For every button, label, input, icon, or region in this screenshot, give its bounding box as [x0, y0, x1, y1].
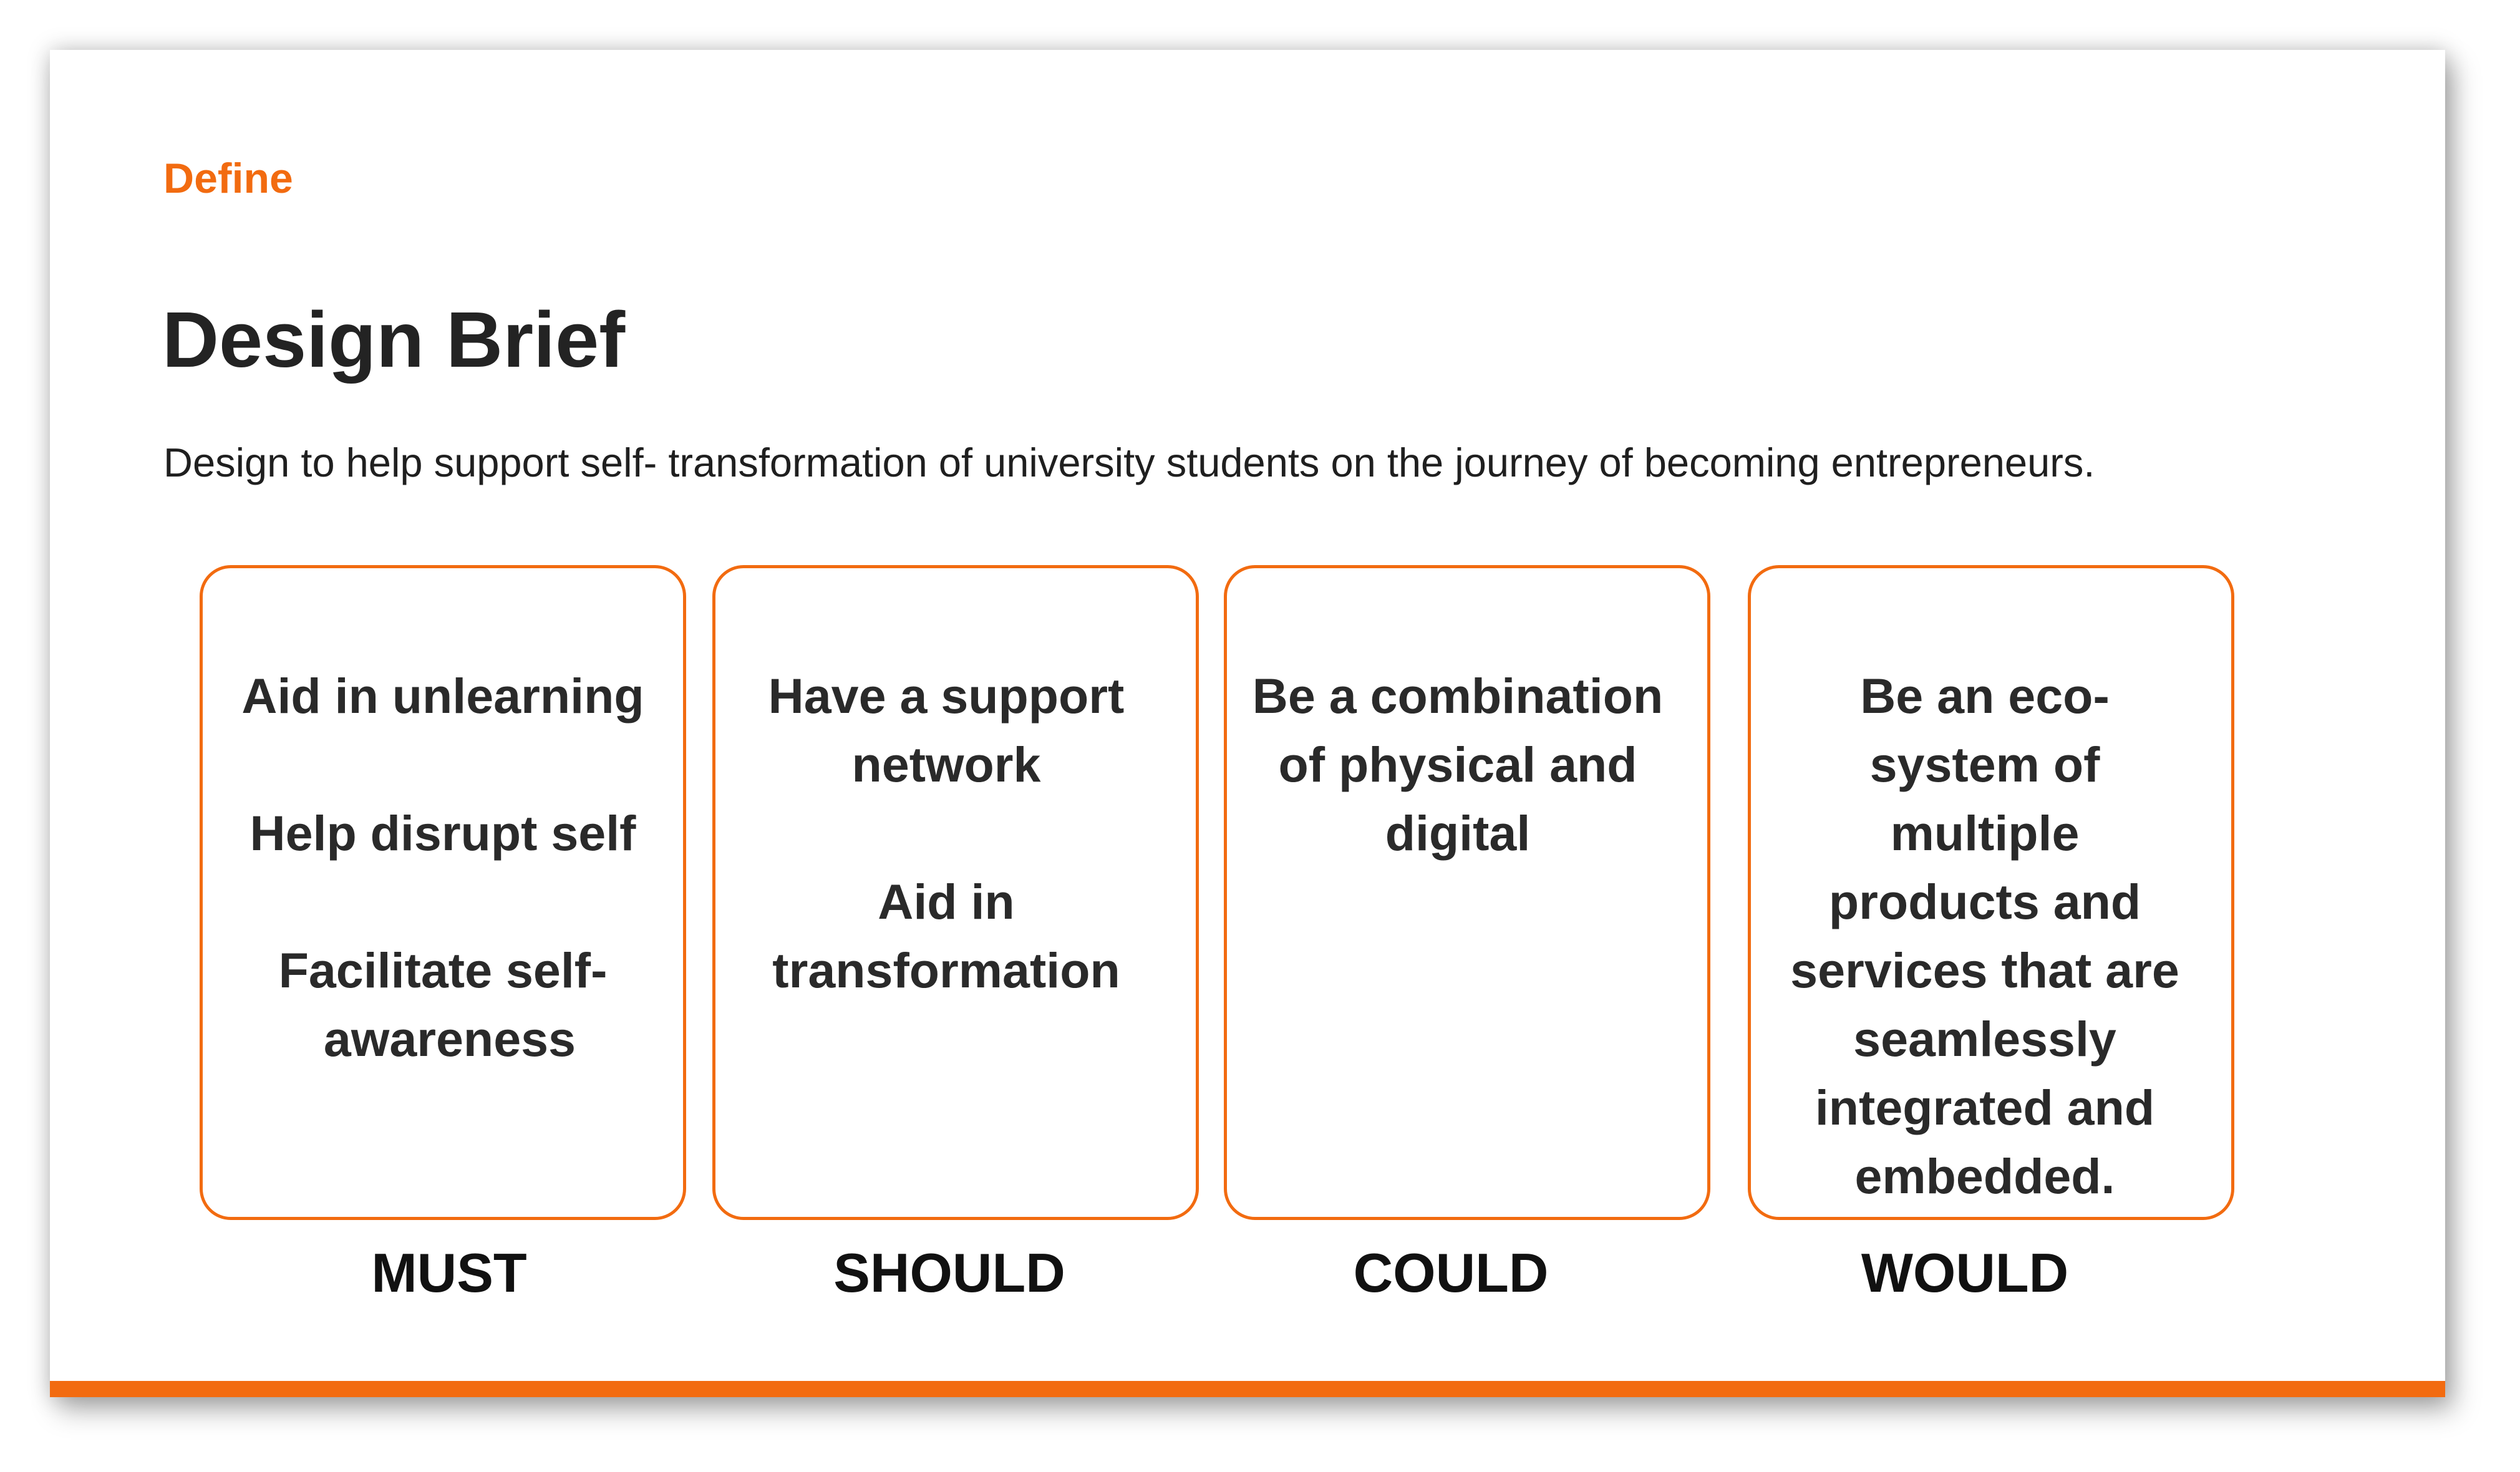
card-item: Facilitate self- awareness	[278, 942, 608, 1067]
card-must-items: Aid in unlearning Help disrupt self Faci…	[221, 662, 664, 1073]
card-could: Be a combination of physical and digital	[1224, 565, 1710, 1220]
card-would: Be an eco-system of multiple products an…	[1748, 565, 2234, 1220]
card-item: Have a support network	[768, 668, 1125, 792]
card-item: Aid in unlearning	[241, 668, 644, 724]
card-should-items: Have a support network Aid in transforma…	[753, 662, 1140, 1005]
card-item: Be an eco-system of multiple products an…	[1790, 668, 2179, 1204]
card-could-items: Be a combination of physical and digital	[1246, 662, 1670, 868]
category-label-should: SHOULD	[833, 1242, 1065, 1304]
card-item: Aid in transformation	[772, 874, 1120, 998]
category-label-must: MUST	[371, 1242, 527, 1304]
category-label-would: WOULD	[1861, 1242, 2069, 1304]
card-item: Help disrupt self	[250, 805, 636, 861]
category-label-could: COULD	[1353, 1242, 1549, 1304]
section-label: Define	[163, 155, 293, 202]
brief-statement: Design to help support self- transformat…	[163, 440, 2095, 485]
card-must: Aid in unlearning Help disrupt self Faci…	[200, 565, 686, 1220]
bottom-accent-bar	[50, 1381, 2445, 1397]
card-item: Be a combination of physical and digital	[1252, 668, 1664, 861]
card-should: Have a support network Aid in transforma…	[712, 565, 1199, 1220]
card-would-items: Be an eco-system of multiple products an…	[1788, 662, 2181, 1211]
slide: Define Design Brief Design to help suppo…	[50, 50, 2445, 1397]
page-title: Design Brief	[162, 296, 626, 384]
